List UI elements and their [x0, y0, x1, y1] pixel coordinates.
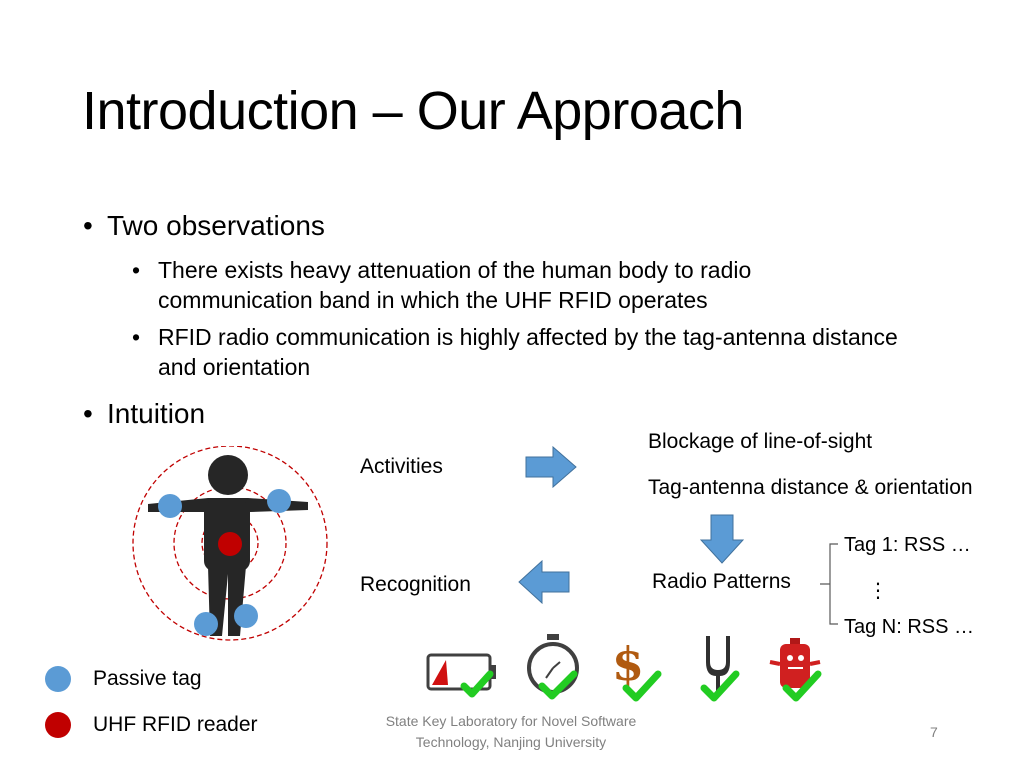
- bullet-text: RFID radio communication is highly affec…: [158, 324, 898, 380]
- left-arrow: [518, 559, 570, 609]
- tagn-rss-label: Tag N: RSS …: [844, 616, 975, 638]
- tag-bracket: [818, 540, 842, 633]
- bullet-dot: •: [132, 324, 141, 350]
- bullet-text: Intuition: [107, 398, 206, 429]
- slide-title: Introduction – Our Approach: [82, 81, 744, 141]
- tag1-rss-label: Tag 1: RSS …: [844, 534, 971, 556]
- bullet-dot: •: [83, 210, 93, 241]
- bullet-dot: •: [83, 398, 93, 429]
- check-icon: [460, 670, 494, 698]
- footer-line-1: State Key Laboratory for Novel Software: [385, 713, 637, 729]
- reader-legend-icon: [45, 712, 71, 738]
- bullet-intuition: • Intuition: [83, 398, 206, 430]
- battery-icon: [426, 650, 516, 700]
- vertical-ellipsis: ⋮: [868, 580, 888, 602]
- reader-marker: [218, 532, 242, 556]
- stopwatch-icon: [520, 632, 592, 704]
- right-arrow: [525, 445, 577, 493]
- human-figure-diagram: [128, 445, 333, 656]
- page-number: 7: [930, 724, 938, 740]
- blockage-label: Blockage of line-of-sight: [648, 430, 873, 453]
- svg-text:$: $: [612, 637, 644, 691]
- robot-phone-icon: [766, 634, 832, 704]
- sub-bullet-orientation: • RFID radio communication is highly aff…: [132, 322, 898, 382]
- tuning-fork-icon: [696, 632, 756, 704]
- bullet-text: Two observations: [107, 210, 325, 241]
- tag-antenna-label: Tag-antenna distance & orientation: [648, 476, 973, 499]
- sub-bullet-attenuation: • There exists heavy attenuation of the …: [132, 255, 898, 315]
- passive-tag-label: Passive tag: [93, 667, 202, 690]
- bullet-dot: •: [132, 257, 141, 283]
- radio-patterns-label: Radio Patterns: [652, 570, 791, 593]
- dollar-icon: $: [608, 632, 674, 704]
- passive-tag-legend-icon: [45, 666, 71, 692]
- reader-label: UHF RFID reader: [93, 713, 258, 736]
- footer-affiliation: State Key Laboratory for Novel Software …: [352, 711, 670, 753]
- activities-label: Activities: [360, 455, 443, 478]
- footer-line-2: Technology, Nanjing University: [415, 734, 607, 750]
- bullet-text: There exists heavy attenuation of the hu…: [158, 257, 752, 313]
- down-arrow: [699, 514, 745, 569]
- bullet-two-observations: • Two observations: [83, 210, 325, 242]
- recognition-label: Recognition: [360, 573, 471, 596]
